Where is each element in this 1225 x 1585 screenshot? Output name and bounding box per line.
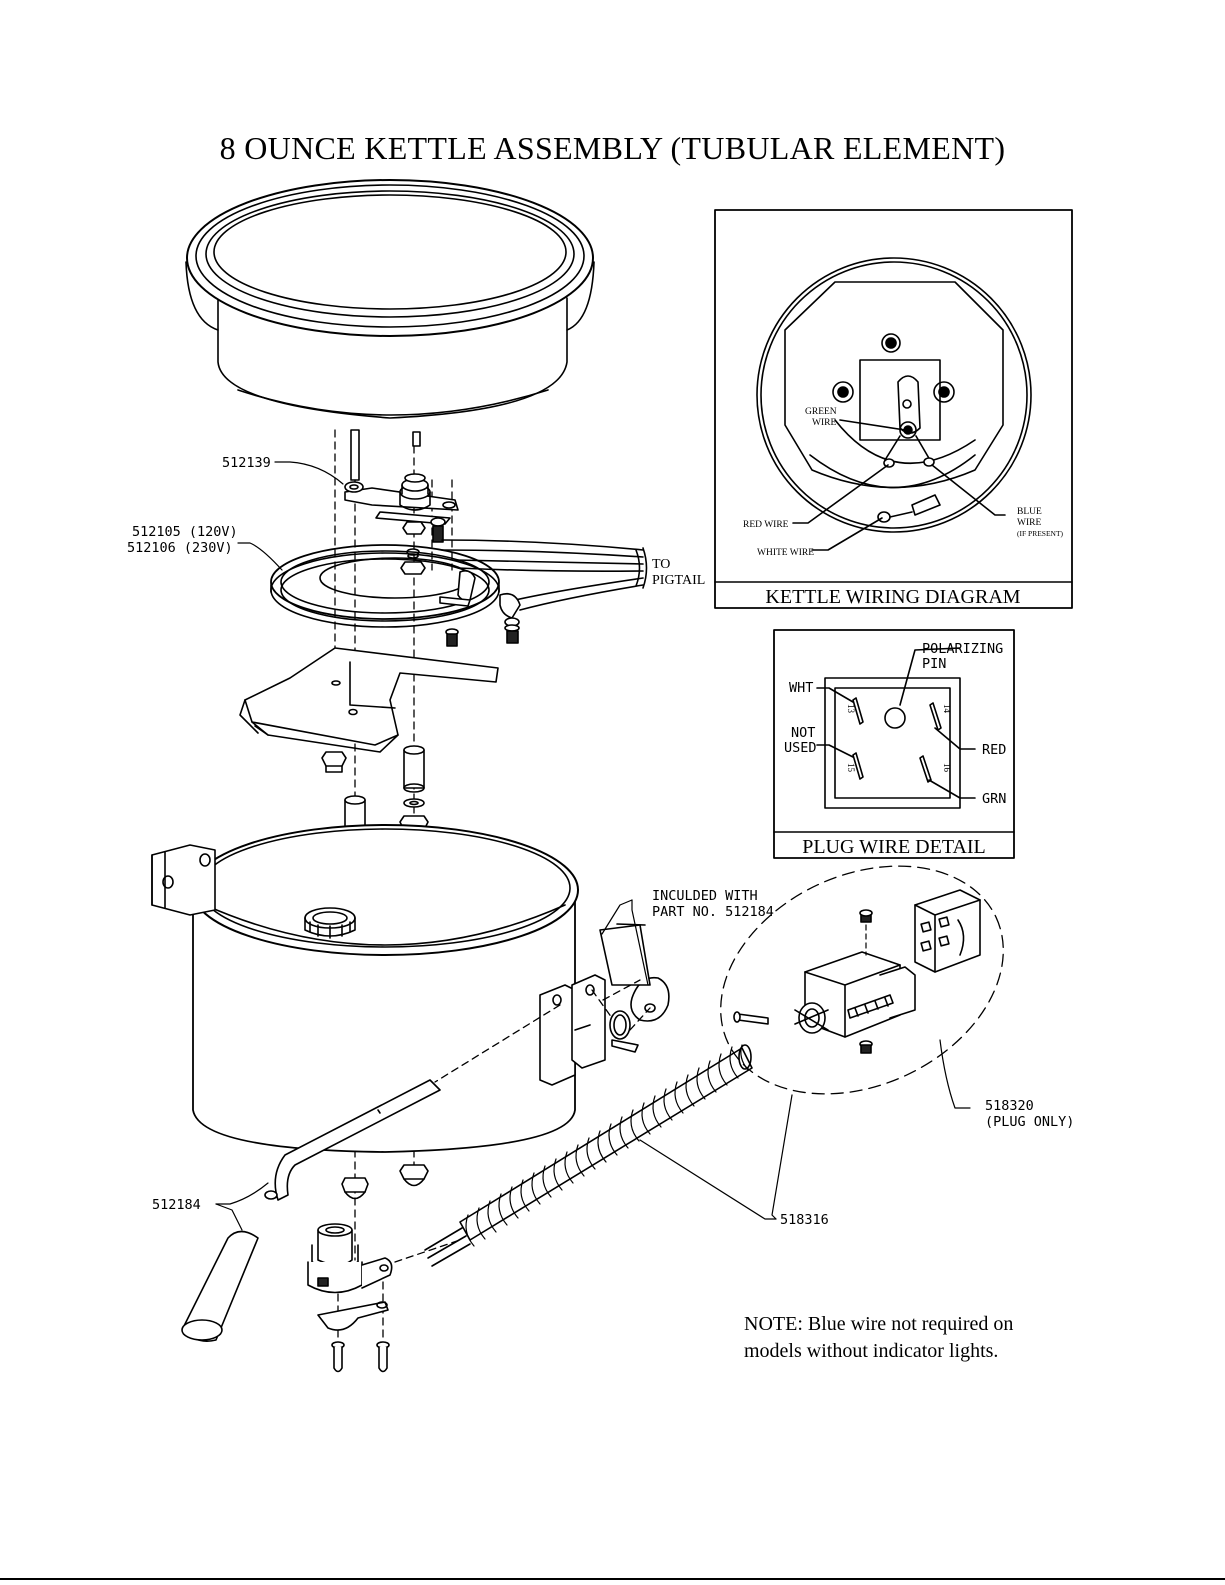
- pd-wht: WHT: [789, 680, 813, 696]
- label-pigtail: PIGTAIL: [652, 573, 705, 588]
- label-518320: 518320: [985, 1098, 1034, 1114]
- note-line-2: models without indicator lights.: [744, 1340, 999, 1362]
- kettle-pot: [151, 824, 579, 1153]
- tubular-heating-element: [270, 539, 648, 647]
- pd-used: USED: [784, 740, 817, 756]
- wd-green-1: GREEN: [805, 407, 837, 417]
- plug-assembly: [720, 865, 1004, 1095]
- note-line-1: NOTE: Blue wire not required on: [744, 1313, 1014, 1335]
- acorn-nuts: [341, 1164, 429, 1200]
- flexible-conduit: [424, 1044, 753, 1267]
- page-title: 8 OUNCE KETTLE ASSEMBLY (TUBULAR ELEMENT…: [219, 130, 1006, 166]
- pd-pin-13: 13: [846, 704, 856, 714]
- pd-not: NOT: [791, 725, 815, 741]
- note-text: NOTE: Blue wire not required on models w…: [744, 1311, 1013, 1365]
- pd-polarizing: POLARIZING: [922, 641, 1003, 657]
- kettle-wiring-diagram: [714, 209, 1073, 609]
- thermostat: [344, 473, 459, 543]
- label-included-2: PART NO. 512184: [652, 904, 774, 920]
- plug-detail-caption: PLUG WIRE DETAIL: [802, 836, 986, 858]
- wd-green-2: WIRE: [812, 418, 836, 428]
- pd-pin-14: 14: [942, 704, 952, 714]
- pd-red: RED: [982, 742, 1006, 758]
- bottom-rule: [0, 1578, 1225, 1580]
- pd-pin-16: 16: [942, 763, 952, 773]
- kettle-lid: [185, 179, 595, 481]
- wd-blue-1: BLUE: [1017, 507, 1042, 517]
- label-518316: 518316: [780, 1212, 829, 1228]
- wd-blue-3: (IF PRESENT): [1017, 529, 1064, 538]
- conduit-fitting: [307, 1223, 461, 1373]
- kettle-handle: [181, 1079, 441, 1342]
- element-bracket: [239, 647, 499, 753]
- pd-pin: PIN: [922, 656, 946, 672]
- label-512184: 512184: [152, 1197, 201, 1213]
- label-512106: 512106 (230V): [127, 540, 233, 556]
- wd-red-wire: RED WIRE: [743, 520, 789, 530]
- leader-lines: [215, 461, 971, 1231]
- label-included-1: INCULDED WITH: [652, 888, 758, 904]
- label-512105: 512105 (120V): [132, 524, 238, 540]
- pd-pin-15: 15: [846, 763, 856, 773]
- wd-white-wire: WHITE WIRE: [757, 548, 814, 558]
- label-512139: 512139: [222, 455, 271, 471]
- pd-grn: GRN: [982, 791, 1006, 807]
- wiring-diagram-caption: KETTLE WIRING DIAGRAM: [765, 586, 1020, 608]
- wd-blue-2: WIRE: [1017, 518, 1041, 528]
- label-plug-only: (PLUG ONLY): [985, 1114, 1074, 1130]
- hinge-bracket: [434, 923, 670, 1086]
- label-to: TO: [652, 557, 670, 572]
- plug-wire-detail: [773, 629, 1015, 859]
